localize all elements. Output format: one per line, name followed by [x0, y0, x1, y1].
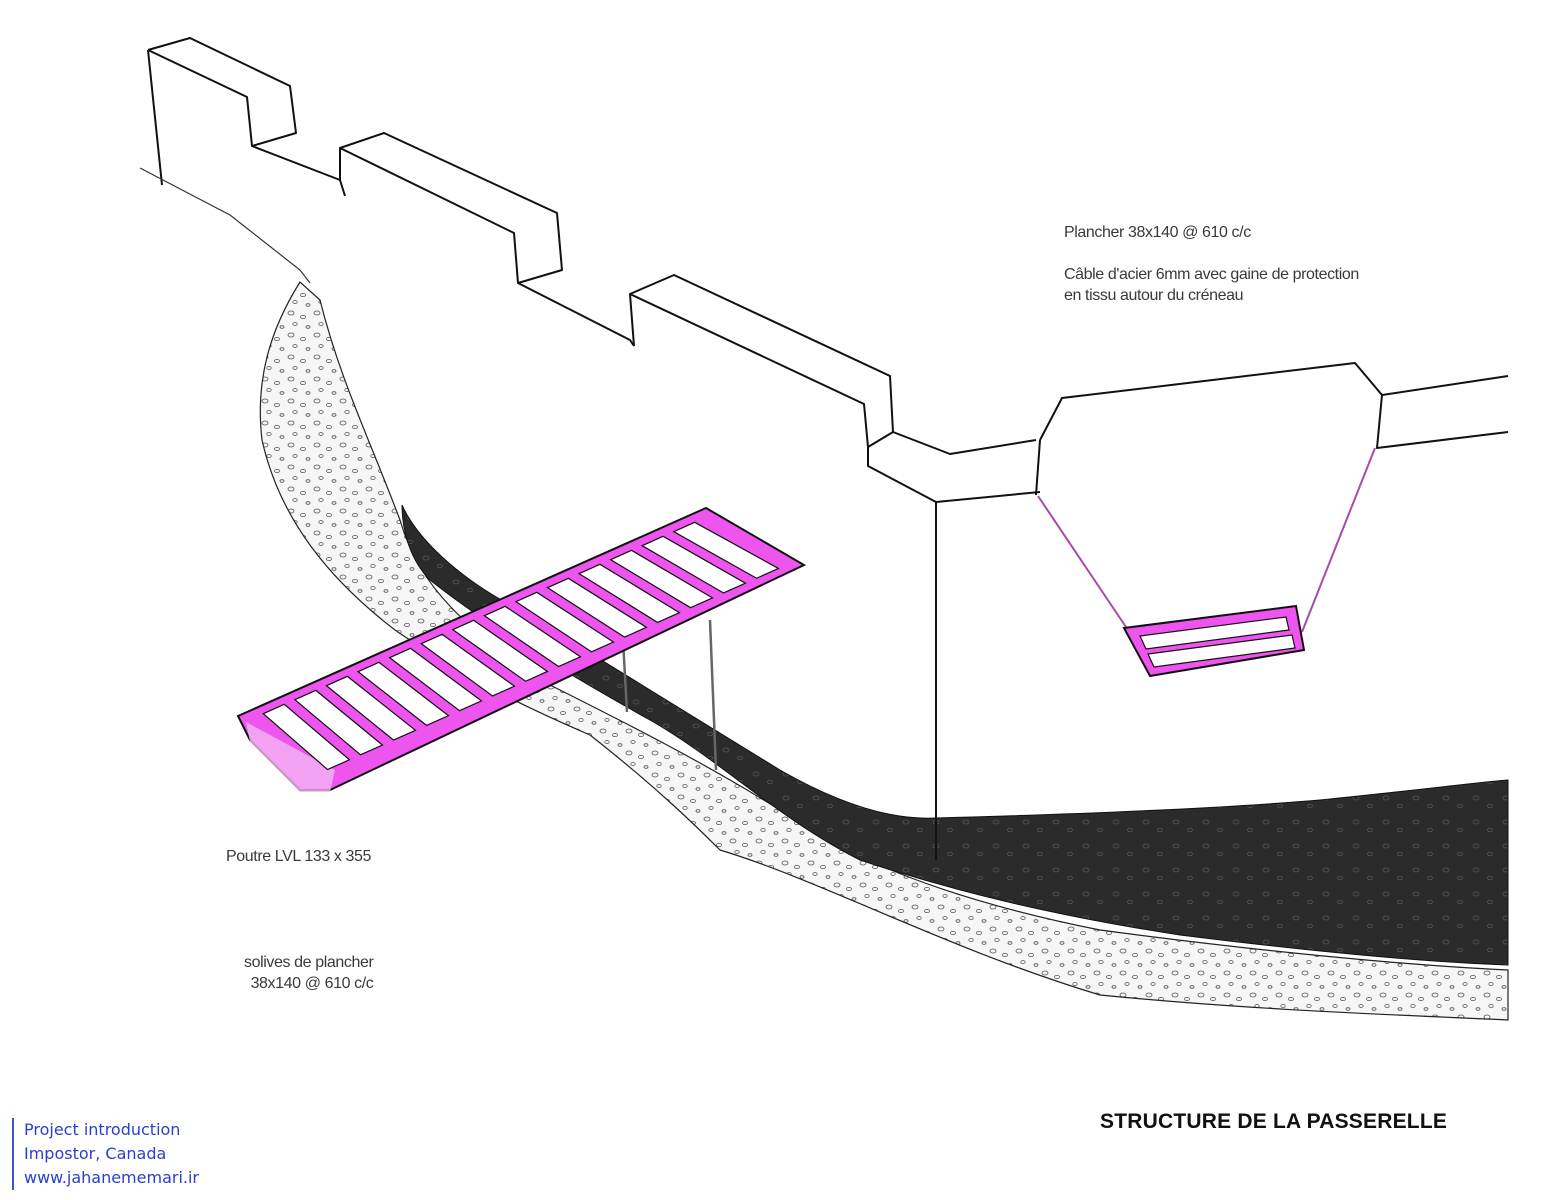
credit-block: Project introduction Impostor, Canada ww… [12, 1118, 199, 1190]
joist-bay [325, 675, 417, 741]
solives-text-line2: 38x140 @ 610 c/c [250, 975, 374, 992]
dark-rock-band [401, 504, 1509, 966]
cable-text-line2: en tissu autour du créneau [1064, 287, 1244, 304]
suspended-frame [1122, 604, 1306, 678]
joist-bay [483, 605, 582, 668]
label-cable: Câble d'acier 6mm avec gaine de protecti… [1064, 264, 1359, 306]
credit-line2: Impostor, Canada [24, 1144, 167, 1163]
cable-text-line1: Câble d'acier 6mm avec gaine de protecti… [1064, 266, 1359, 283]
terrain-edge [139, 167, 311, 284]
joist-bay [546, 577, 648, 638]
joist-bay [293, 689, 384, 756]
joist-bay [640, 535, 747, 594]
joist-bay [262, 703, 351, 771]
joist-bay [388, 647, 483, 712]
joist-bay [451, 619, 549, 682]
credit-line3[interactable]: www.jahanememari.ir [24, 1166, 199, 1190]
poutre-text: Poutre LVL 133 x 355 [226, 848, 372, 865]
joist-bay [577, 563, 681, 624]
label-solives: solives de plancher 38x140 @ 610 c/c [244, 952, 374, 994]
joist-bay [609, 549, 714, 609]
footbridge-frame [236, 506, 807, 792]
label-plancher: Plancher 38x140 @ 610 c/c [1064, 222, 1251, 243]
diagram-title: STRUCTURE DE LA PASSERELLE [1100, 1110, 1448, 1133]
solives-text-line1: solives de plancher [244, 954, 374, 971]
credit-link[interactable]: www.jahanememari.ir [24, 1168, 200, 1187]
joist-bay [672, 521, 780, 579]
steel-cables [1037, 447, 1376, 633]
plancher-text: Plancher 38x140 @ 610 c/c [1064, 224, 1251, 241]
wall-outline [147, 37, 1509, 860]
joist-bay [356, 661, 450, 727]
joist-bay [419, 633, 516, 697]
credit-line1: Project introduction [24, 1120, 181, 1139]
label-poutre: Poutre LVL 133 x 355 [226, 846, 371, 867]
joist-bay [514, 591, 615, 653]
